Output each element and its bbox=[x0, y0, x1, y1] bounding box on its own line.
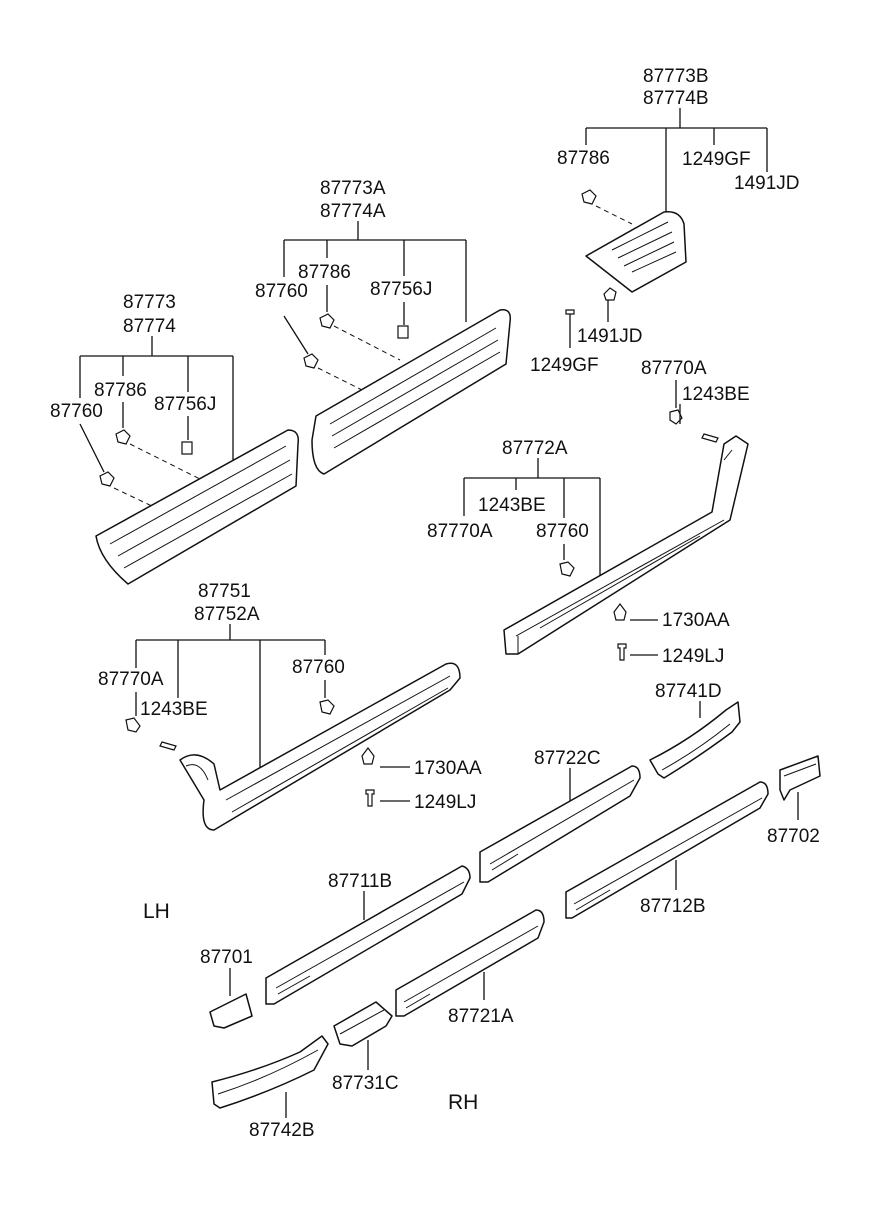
clip-icon bbox=[115, 429, 131, 445]
group-87773: 87773 87774 87786 87760 87756J bbox=[50, 292, 300, 585]
label-RH: RH bbox=[448, 1091, 478, 1114]
nut-icon bbox=[613, 603, 627, 621]
clip-icon bbox=[319, 699, 335, 715]
molding-87742B bbox=[211, 1035, 329, 1109]
label-87770A: 87770A bbox=[427, 521, 493, 542]
group-87751: 87751 87752A 87760 87770A 1243BE 1730AA … bbox=[98, 581, 482, 831]
clip-icon bbox=[581, 189, 597, 205]
screw-icon bbox=[617, 643, 627, 661]
group-87773A: 87773A 87774A 87786 87760 87756J bbox=[255, 178, 512, 475]
label-1491JD: 1491JD bbox=[734, 173, 800, 194]
label-1730AA: 1730AA bbox=[662, 610, 730, 631]
clip-icon bbox=[559, 561, 575, 577]
label-87760: 87760 bbox=[50, 401, 103, 422]
label-87773B: 87773B bbox=[643, 66, 709, 87]
label-87774: 87774 bbox=[123, 316, 176, 337]
label-1249LJ: 1249LJ bbox=[662, 646, 724, 667]
molding-87773 bbox=[95, 429, 300, 585]
clip-icon bbox=[303, 353, 319, 369]
label-87742B: 87742B bbox=[249, 1120, 315, 1141]
screw-icon bbox=[701, 433, 719, 443]
label-87760: 87760 bbox=[292, 657, 345, 678]
label-87722C: 87722C bbox=[534, 748, 601, 769]
nut-icon bbox=[361, 747, 375, 765]
clip-icon bbox=[669, 409, 683, 425]
label-87701: 87701 bbox=[200, 947, 253, 968]
molding-87722C bbox=[479, 765, 641, 883]
label-1243BE: 1243BE bbox=[478, 495, 546, 516]
label-87786: 87786 bbox=[94, 380, 147, 401]
label-87752A: 87752A bbox=[194, 604, 260, 625]
clip-icon bbox=[603, 287, 617, 301]
group-moldings: 87741D 87722C 87702 87711B 87712B LH RH … bbox=[143, 681, 821, 1141]
clip-icon bbox=[397, 325, 409, 339]
label-87721A: 87721A bbox=[448, 1006, 514, 1027]
clip-icon bbox=[125, 717, 141, 733]
label-1243BE: 1243BE bbox=[682, 384, 750, 405]
label-87786: 87786 bbox=[557, 148, 610, 169]
molding-87741D bbox=[649, 701, 741, 779]
label-87751: 87751 bbox=[198, 581, 251, 602]
label-87712B: 87712B bbox=[640, 896, 706, 917]
label-87774B: 87774B bbox=[643, 88, 709, 109]
label-87770A: 87770A bbox=[641, 358, 707, 379]
label-87756J: 87756J bbox=[154, 394, 216, 415]
label-87773: 87773 bbox=[123, 292, 176, 313]
molding-87702 bbox=[779, 755, 821, 801]
molding-87731C bbox=[333, 1001, 393, 1047]
label-1491JD: 1491JD bbox=[577, 326, 643, 347]
clip-icon bbox=[181, 441, 193, 455]
label-1730AA: 1730AA bbox=[414, 758, 482, 779]
clip-icon bbox=[319, 313, 335, 329]
label-87770A: 87770A bbox=[98, 669, 164, 690]
screw-icon bbox=[159, 741, 177, 751]
molding-87712B bbox=[565, 781, 769, 919]
molding-87721A bbox=[395, 909, 545, 1017]
clip-icon bbox=[99, 471, 115, 487]
group-87773B: 87773B 87774B 87786 1249GF 1491JD 1491JD… bbox=[530, 66, 800, 376]
sill-87772A bbox=[503, 435, 749, 655]
label-LH: LH bbox=[143, 900, 170, 923]
group-87770A-right: 87770A 1243BE bbox=[641, 358, 750, 443]
label-1249LJ: 1249LJ bbox=[414, 792, 476, 813]
label-87786: 87786 bbox=[298, 262, 351, 283]
label-87731C: 87731C bbox=[332, 1073, 399, 1094]
label-1243BE: 1243BE bbox=[140, 699, 208, 720]
label-87774A: 87774A bbox=[320, 201, 386, 222]
label-87772A: 87772A bbox=[502, 438, 568, 459]
label-87711B: 87711B bbox=[328, 871, 392, 892]
label-87741D: 87741D bbox=[655, 681, 722, 702]
label-87773A: 87773A bbox=[320, 178, 386, 199]
molding-87773A bbox=[311, 309, 512, 475]
screw-icon bbox=[365, 789, 375, 807]
sill-87751 bbox=[179, 662, 461, 831]
molding-87701 bbox=[209, 993, 253, 1029]
label-87756J: 87756J bbox=[370, 279, 432, 300]
label-87760: 87760 bbox=[255, 281, 308, 302]
label-87702: 87702 bbox=[767, 826, 820, 847]
screw-icon bbox=[565, 309, 575, 315]
group-87772A: 87772A 1243BE 87770A 87760 1730AA 1249LJ bbox=[427, 435, 749, 667]
label-1249GF: 1249GF bbox=[682, 149, 751, 170]
scuff-plate-87773B bbox=[585, 211, 687, 293]
molding-87711B bbox=[265, 865, 471, 1005]
label-87760: 87760 bbox=[536, 521, 589, 542]
label-1249GF: 1249GF bbox=[530, 355, 599, 376]
